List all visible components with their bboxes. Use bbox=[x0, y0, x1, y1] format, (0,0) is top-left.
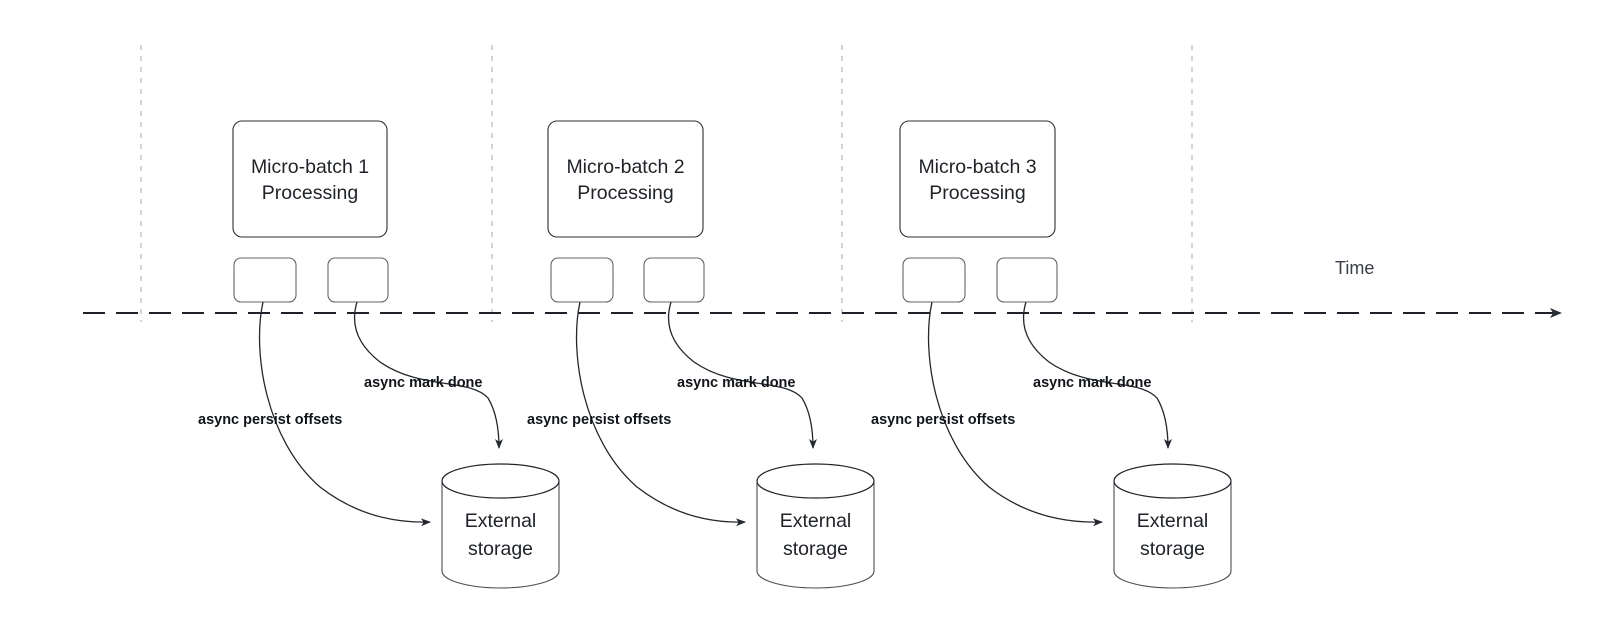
micro-batch-1-group: Micro-batch 1 Processing async persist o… bbox=[198, 120, 560, 589]
async-mark-done-2-edge bbox=[667, 301, 817, 449]
external-storage-3-body bbox=[1113, 480, 1232, 589]
micro-batch-1-label-line2: Processing bbox=[262, 182, 358, 204]
batch-boundary-gridlines bbox=[140, 45, 1193, 322]
micro-batch-3-label-line2: Processing bbox=[929, 182, 1025, 204]
external-storage-2[interactable]: External storage bbox=[756, 463, 875, 589]
micro-batch-3-label-line1: Micro-batch 3 bbox=[918, 156, 1036, 178]
async-mark-done-3-edge bbox=[1022, 301, 1172, 449]
micro-batch-3-group: Micro-batch 3 Processing async persist o… bbox=[871, 120, 1232, 589]
async-persist-offsets-2-label: async persist offsets bbox=[527, 412, 671, 428]
task-slot-3a[interactable] bbox=[902, 257, 966, 303]
task-slot-2a[interactable] bbox=[550, 257, 614, 303]
micro-batch-2-group: Micro-batch 2 Processing async persist o… bbox=[527, 120, 875, 589]
external-storage-2-body bbox=[756, 480, 875, 589]
external-storage-3-top bbox=[1113, 463, 1232, 499]
async-mark-done-1-edge bbox=[353, 301, 503, 449]
async-persist-offsets-3-edge bbox=[927, 301, 1103, 527]
async-persist-offsets-1-label: async persist offsets bbox=[198, 412, 342, 428]
micro-batch-2-box[interactable] bbox=[547, 120, 704, 238]
external-storage-1-label-line1: External bbox=[465, 510, 537, 532]
external-storage-3-label-line1: External bbox=[1137, 510, 1209, 532]
micro-batch-2-label-line2: Processing bbox=[577, 182, 673, 204]
task-slot-3b[interactable] bbox=[996, 257, 1058, 303]
time-axis-label: Time bbox=[1335, 258, 1374, 278]
async-mark-done-1-label: async mark done bbox=[364, 375, 482, 391]
external-storage-3[interactable]: External storage bbox=[1113, 463, 1232, 589]
micro-batch-2-label-line1: Micro-batch 2 bbox=[566, 156, 684, 178]
micro-batch-1-box[interactable] bbox=[232, 120, 388, 238]
external-storage-1-top bbox=[441, 463, 560, 499]
external-storage-2-label-line2: storage bbox=[783, 538, 848, 560]
async-persist-offsets-2-edge bbox=[575, 301, 746, 527]
external-storage-2-label-line1: External bbox=[780, 510, 852, 532]
async-mark-done-2-label: async mark done bbox=[677, 375, 795, 391]
micro-batch-1-label-line1: Micro-batch 1 bbox=[251, 156, 369, 178]
micro-batch-3-box[interactable] bbox=[899, 120, 1056, 238]
task-slot-2b[interactable] bbox=[643, 257, 705, 303]
async-mark-done-3-label: async mark done bbox=[1033, 375, 1151, 391]
external-storage-1-body bbox=[441, 480, 560, 589]
external-storage-1-label-line2: storage bbox=[468, 538, 533, 560]
task-slot-1b[interactable] bbox=[327, 257, 389, 303]
external-storage-3-label-line2: storage bbox=[1140, 538, 1205, 560]
external-storage-1[interactable]: External storage bbox=[441, 463, 560, 589]
async-persist-offsets-3-label: async persist offsets bbox=[871, 412, 1015, 428]
task-slot-1a[interactable] bbox=[233, 257, 297, 303]
async-persist-offsets-1-edge bbox=[258, 301, 431, 527]
external-storage-2-top bbox=[756, 463, 875, 499]
